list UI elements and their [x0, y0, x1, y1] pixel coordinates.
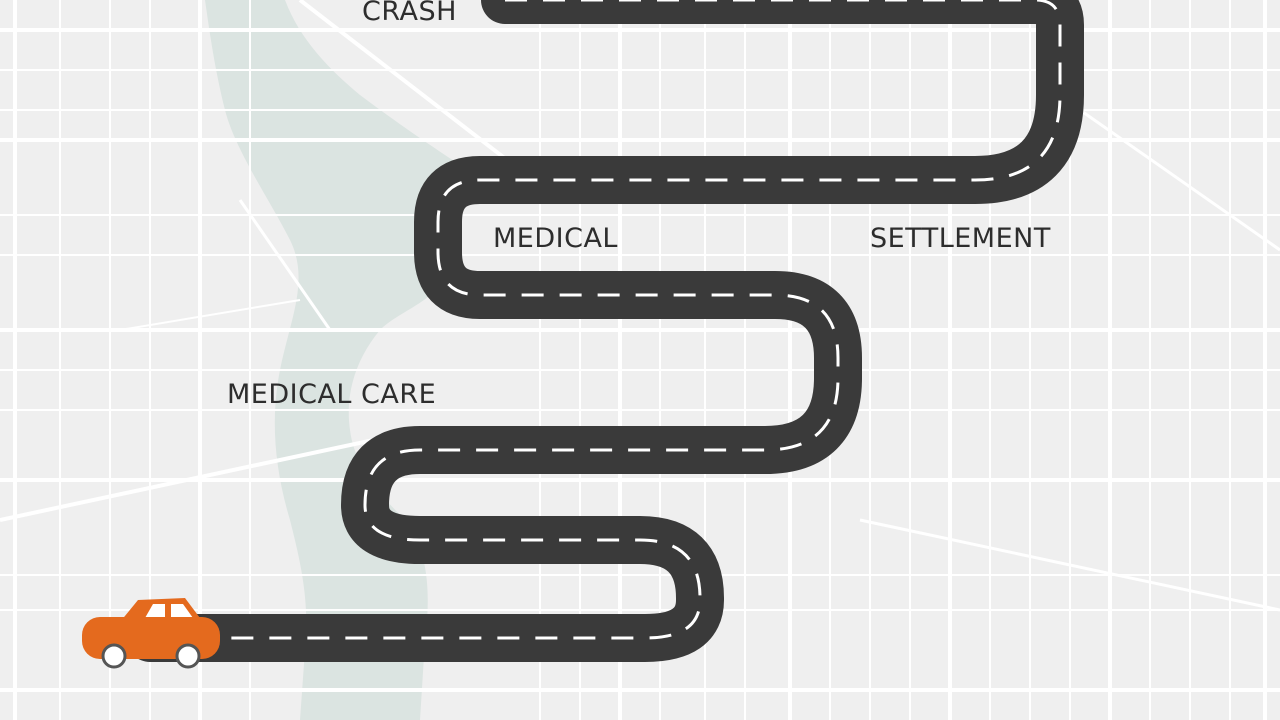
car-window-rear	[171, 604, 193, 618]
road-center-dashes	[150, 0, 1062, 640]
label-settlement: SETTLEMENT	[870, 223, 1051, 254]
street-diagonal	[1079, 108, 1280, 252]
street-diagonal	[119, 299, 301, 331]
car-wheel-front	[101, 643, 127, 669]
car-wheel-rear	[175, 643, 201, 669]
street-diagonal	[238, 199, 332, 331]
winding-road	[126, 0, 1084, 662]
street-diagonal	[0, 428, 421, 522]
street-diagonal	[859, 518, 1280, 612]
label-crash: CRASH	[362, 0, 457, 27]
label-medical-care: MEDICAL CARE	[227, 379, 437, 410]
street-diagonal	[298, 0, 522, 172]
car-icon	[82, 598, 220, 669]
car-window-front	[145, 604, 165, 618]
label-medical: MEDICAL	[493, 223, 618, 254]
